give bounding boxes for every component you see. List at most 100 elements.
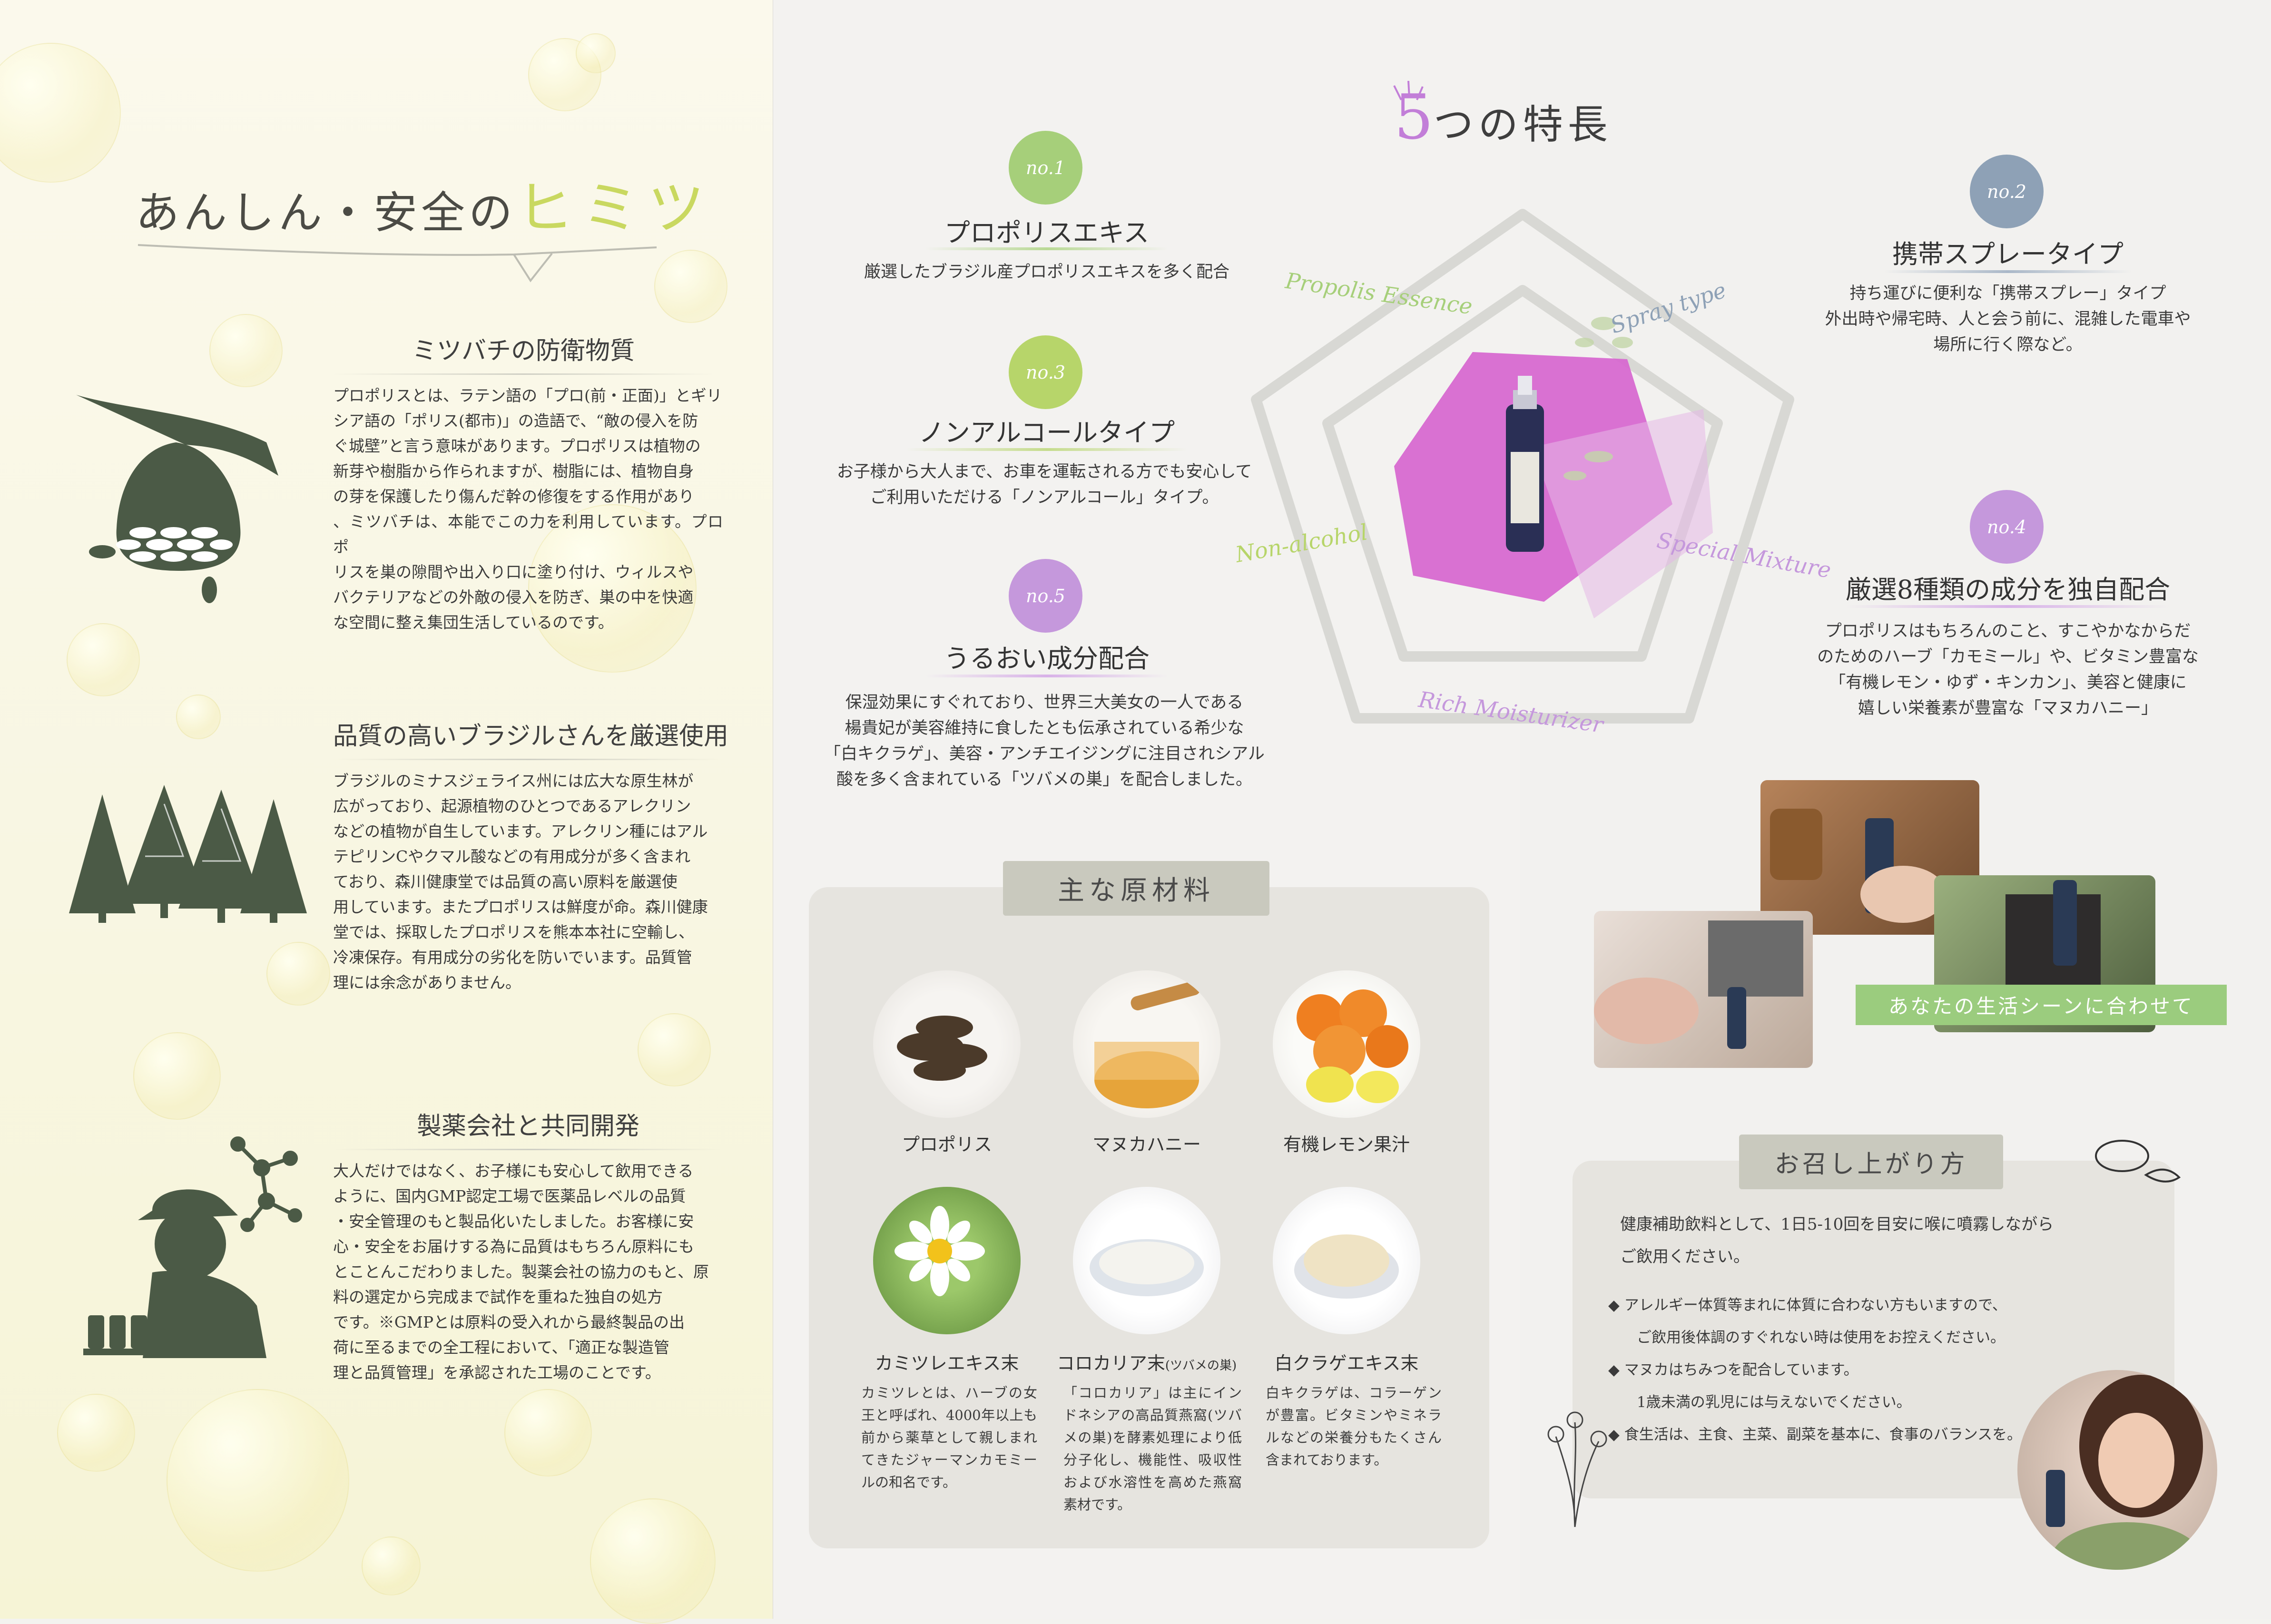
propolis-photo xyxy=(873,970,1021,1118)
section-body-pharma: 大人だけではなく、お子様にも安心して飲用できる ように、国内GMP認定工場で医薬… xyxy=(333,1158,723,1385)
section-underline xyxy=(333,373,714,375)
text-line: 持ち運びに便利な「携帯スプレー」タイプ xyxy=(1849,284,2166,303)
section-title-pharma: 製薬会社と共同開発 xyxy=(416,1112,639,1141)
bullet-mark: ◆ xyxy=(1608,1426,1620,1443)
title-speech-line xyxy=(138,244,657,283)
text-line: 「白キクラゲ」、美容・アンチエイジングに注目されシアル xyxy=(824,744,1265,763)
feature-badge-5: no.5 xyxy=(1009,559,1082,633)
text-line: ・安全管理のもと製品化いたしました。お客様に安 xyxy=(333,1212,694,1231)
ingredient-name: 白クラゲエキス末 xyxy=(1274,1353,1419,1374)
text-line: 「有機レモン・ゆず・キンカン」、美容と健康に xyxy=(1829,673,2187,692)
text-line: ご飲用後体調のすぐれない時は使用をお控えください。 xyxy=(1637,1329,2006,1346)
section-underline xyxy=(333,1149,723,1150)
bubble-decoration xyxy=(67,623,140,696)
section-title-bee-defense: ミツバチの防衛物質 xyxy=(412,337,635,365)
bubble-decoration xyxy=(528,504,697,673)
text-line: 外出時や帰宅時、人と会う前に、混雑した電車や xyxy=(1825,310,2191,329)
feature-text-1: 厳選したブラジル産プロポリスエキスを多く配合 xyxy=(852,259,1242,285)
text-line: アレルギー体質等まれに体質に合わない方もいますので、 xyxy=(1624,1297,2007,1314)
bubble-decoration xyxy=(638,1013,711,1086)
ingredient-name-main: コロカリア末 xyxy=(1056,1353,1165,1374)
text-line: の芽を保護したり傷んだ幹の修復をする作用があり xyxy=(333,487,694,506)
beehive-icon xyxy=(67,390,290,611)
feature-badge-4: no.4 xyxy=(1970,490,2044,564)
text-line: マヌカはちみつを配合しています。 xyxy=(1624,1361,1858,1379)
ingredient-name-small: (ツバメの巣) xyxy=(1165,1359,1237,1373)
feature-underline-5 xyxy=(925,675,1168,677)
bubble-decoration xyxy=(176,695,221,739)
feature-badge-3: no.3 xyxy=(1009,335,1082,409)
main-title-accent: ヒミツ xyxy=(516,176,714,242)
bullet-item: ◆ 食生活は、主食、主菜、副菜を基本に、食事のバランスを。 xyxy=(1608,1419,2022,1451)
feature-text-4: プロポリスはもちろんのこと、すこやかなからだ のためのハーブ「カモミール」や、ビ… xyxy=(1808,618,2208,721)
bubble-decoration xyxy=(504,1389,592,1477)
text-line: 堂では、採取したプロポリスを熊本本社に空輸し、 xyxy=(333,923,694,941)
text-line: 新芽や樹脂から作られますが、樹脂には、植物自身 xyxy=(333,462,694,480)
text-line: 健康補助飲料として、1日5-10回を目安に喉に噴霧しながら xyxy=(1620,1215,2054,1234)
feature-underline-2 xyxy=(1884,270,2132,273)
feature-title-5: うるおい成分配合 xyxy=(944,644,1150,674)
text-line: 場所に行く際など。 xyxy=(1933,335,2083,354)
text-line: です。※GMPとは原料の受入れから最終製品の出 xyxy=(333,1313,685,1331)
ingredient-desc: 白キクラゲは、コラーゲンが豊富。ビタミンやミネラルなどの栄養分もたくさん含まれて… xyxy=(1266,1385,1442,1468)
bubble-decoration xyxy=(167,1389,349,1572)
text-line: 広がっており、起源植物のひとつであるアレクリン xyxy=(333,797,691,815)
scientist-icon xyxy=(81,1135,309,1365)
section-title-brazil: 品質の高いブラジルさんを厳選使用 xyxy=(333,722,728,751)
forest-icon xyxy=(69,785,307,929)
ingredient-name: コロカリア末(ツバメの巣) xyxy=(1052,1349,1242,1375)
white-jelly-photo xyxy=(1273,1187,1420,1334)
feature-text-3: お子様から大人まで、お車を運転される方でも安心して ご利用いただける「ノンアルコ… xyxy=(823,459,1266,510)
text-line: ご飲用ください。 xyxy=(1620,1247,1750,1266)
howto-intro: 健康補助飲料として、1日5-10回を目安に喉に噴霧しながら ご飲用ください。 xyxy=(1620,1208,2054,1273)
ingredient-desc: 「コロカリア」は主にインドネシアの高品質燕窩(ツバメの巣)を酵素処理により低分子… xyxy=(1063,1385,1242,1513)
feature-title-3: ノンアルコールタイプ xyxy=(918,418,1175,448)
feature-title-4: 厳選8種類の成分を独自配合 xyxy=(1845,575,2171,605)
text-line: シア語の「ポリス(都市)」の造語で、“敵の侵入を防 xyxy=(333,411,698,430)
text-line: 、ミツバチは、本能でこの力を利用しています。プロポ xyxy=(333,512,723,556)
text-line: 1歳未満の乳児には与えないでください。 xyxy=(1637,1394,1911,1411)
text-line: ように、国内GMP認定工場で医薬品レベルの品質 xyxy=(333,1187,686,1205)
text-line: お子様から大人まで、お車を運転される方でも安心して xyxy=(836,462,1252,481)
text-line: 大人だけではなく、お子様にも安心して飲用できる xyxy=(333,1162,694,1180)
text-line: リスを巣の隙間や出入り口に塗り付け、ウィルスや xyxy=(333,563,694,581)
laptop-scene-photo xyxy=(1594,911,1813,1068)
main-title: あんしん・安全のヒミツ xyxy=(136,162,713,245)
text-line: 料の選定から完成まで試作を重ねた独自の処方 xyxy=(333,1288,663,1306)
ingredient-name: マヌカハニー xyxy=(1092,1134,1201,1155)
bubble-decoration xyxy=(133,1032,221,1120)
features-title-number: 5 xyxy=(1394,81,1434,153)
section-underline xyxy=(333,759,723,760)
feature-title-1: プロポリスエキス xyxy=(944,218,1150,248)
text-line: ご利用いただける「ノンアルコール」タイプ。 xyxy=(870,488,1219,507)
text-line: とことんこだわりました。製薬会社の協力のもと、原 xyxy=(333,1262,709,1281)
pentagon-diagram xyxy=(1251,209,1794,724)
bubble-decoration xyxy=(209,314,283,387)
text-line: プロポリスはもちろんのこと、すこやかなからだ xyxy=(1825,622,2191,641)
howto-label: お召し上がり方 xyxy=(1739,1135,2003,1189)
text-line: 酸を多く含まれている「ツバメの巣」を配合しました。 xyxy=(836,770,1252,789)
lemon-icon xyxy=(2095,1140,2181,1183)
bullet-item: ◆ アレルギー体質等まれに体質に合わない方もいますので、 xyxy=(1608,1289,2022,1321)
bubble-decoration xyxy=(266,942,330,1006)
citrus-photo xyxy=(1273,970,1420,1118)
feature-underline-3 xyxy=(906,448,1187,451)
text-line: 楊貴妃が美容維持に食したとも伝承されている希少な xyxy=(845,719,1244,738)
lifestyle-caption: あなたの生活シーンに合わせて xyxy=(1856,985,2227,1025)
section-body-bee-defense: プロポリスとは、ラテン語の「プロ(前・正面)」とギリ シア語の「ポリス(都市)」… xyxy=(333,383,723,635)
swiftlet-nest-photo xyxy=(1073,1187,1220,1334)
bubble-decoration xyxy=(57,1394,135,1472)
howto-bullets: ◆ アレルギー体質等まれに体質に合わない方もいますので、 ご飲用後体調のすぐれな… xyxy=(1608,1289,2022,1451)
bubble-decoration xyxy=(362,1536,421,1595)
chamomile-sketch-icon xyxy=(1547,1411,1607,1527)
text-line: プロポリスとは、ラテン語の「プロ(前・正面)」とギリ xyxy=(333,386,722,405)
sparkle-icon xyxy=(1393,81,1424,100)
text-line: テピリンCやクマル酸などの有用成分が多く含まれ xyxy=(333,847,691,866)
text-line: 食生活は、主食、主菜、副菜を基本に、食事のバランスを。 xyxy=(1624,1426,2022,1443)
text-line: 用しています。またプロポリスは鮮度が命。森川健康 xyxy=(333,898,708,916)
text-line: ており、森川健康堂では品質の高い原料を厳選使 xyxy=(333,872,678,891)
bubble-decoration xyxy=(0,43,121,183)
feature-badge-1: no.1 xyxy=(1009,131,1082,205)
ingredient-desc: カミツレとは、ハーブの女王と呼ばれ、4000年以上も前から薬草として親しまれてき… xyxy=(861,1385,1037,1490)
text-line: ブラジルのミナスジェライス州には広大な原生林が xyxy=(333,772,694,790)
